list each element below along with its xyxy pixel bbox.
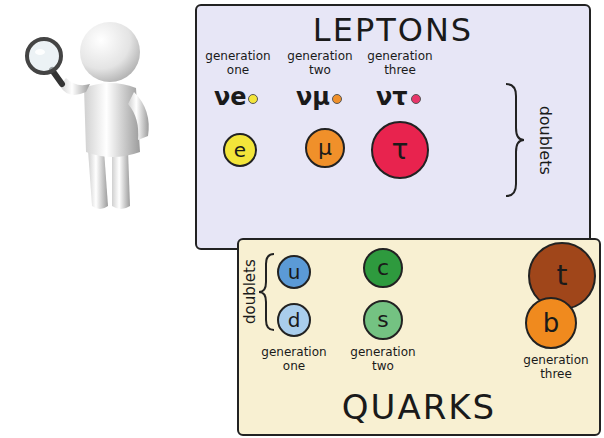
particle-circle: d: [277, 303, 311, 337]
doublets-label: doublets: [241, 260, 258, 325]
doublets-label: doublets: [536, 105, 554, 174]
neutrino-label: νμ: [296, 84, 330, 112]
particle-symbol: e: [234, 140, 246, 160]
particle-circle: u: [277, 255, 311, 289]
particle-symbol: u: [288, 262, 301, 282]
particle-symbol: μ: [318, 137, 332, 159]
particle-circle: τ: [371, 121, 429, 179]
particle-symbol: s: [377, 309, 388, 331]
figure-body: [27, 22, 149, 209]
particle-symbol: t: [557, 262, 568, 290]
panel-title: LEPTONS: [197, 14, 589, 46]
generation-label: generation three: [363, 50, 437, 78]
neutrino-label: ντ: [376, 84, 408, 112]
neutrino-label: νe: [214, 84, 247, 112]
particle-symbol: τ: [392, 136, 409, 164]
particle-symbol: d: [288, 310, 301, 330]
generation-label: generation two: [283, 50, 357, 78]
particle-circle: μ: [305, 128, 345, 168]
generation-label: generation three: [519, 354, 593, 382]
particle-symbol: b: [543, 310, 560, 336]
category-panel: LEPTONS e μ τ: [195, 4, 591, 250]
particle-circle: s: [363, 300, 403, 340]
generation-label: generation two: [346, 346, 420, 374]
generation-label: generation one: [201, 50, 275, 78]
particle-circle: b: [525, 297, 577, 349]
panel-title: QUARKS: [239, 390, 599, 424]
particle-circle: e: [223, 133, 257, 167]
particle-symbol: c: [377, 257, 389, 279]
particle-circle: c: [363, 248, 403, 288]
category-panel: QUARKS u d c s tb: [237, 238, 601, 436]
generation-label: generation one: [257, 346, 331, 374]
